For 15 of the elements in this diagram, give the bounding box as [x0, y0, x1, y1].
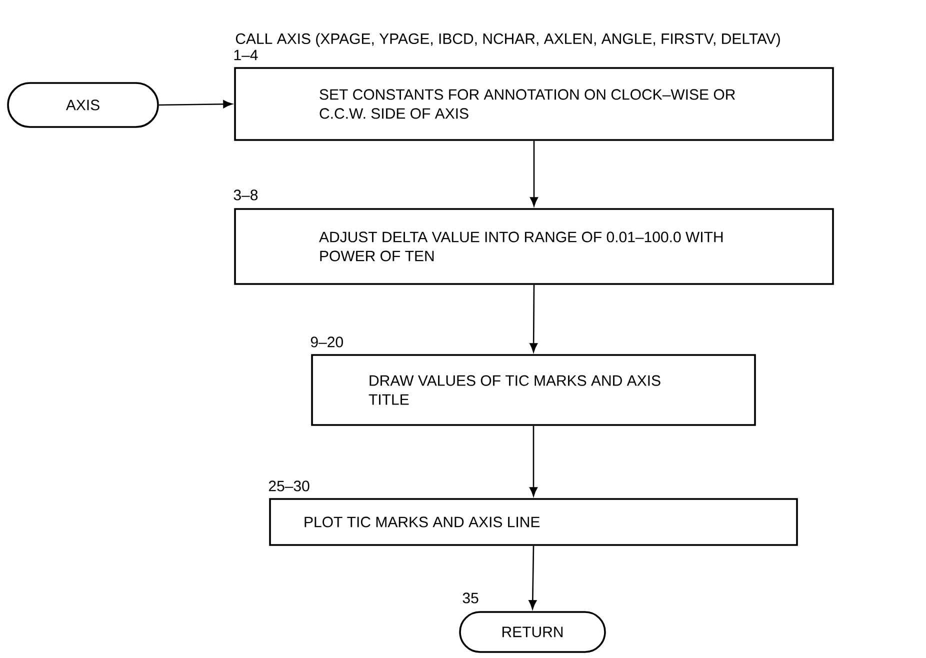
process-box: DRAW VALUES OF TIC MARKS AND AXIS TITLE — [311, 354, 756, 426]
arrow — [528, 546, 537, 610]
title: CALL AXIS (XPAGE, YPAGE, IBCD, NCHAR, AXLEN, ANGLE, FIRSTV, DELTAV) — [236, 33, 780, 47]
arrow — [158, 100, 232, 108]
step-number: 25–30 — [268, 480, 310, 492]
step-number: 9–20 — [310, 336, 343, 348]
arrow — [530, 140, 538, 206]
step-number: 1–4 — [234, 50, 258, 60]
process-box: PLOT TIC MARKS AND AXIS LINE — [269, 498, 798, 546]
arrow — [530, 426, 538, 496]
step-number: 3–8 — [234, 190, 258, 200]
step-number: 35 — [462, 592, 478, 604]
process-box: ADJUST DELTA VALUE INTO RANGE OF 0.01–100.0 WITH POWER OF TEN — [234, 208, 834, 285]
arrow — [530, 284, 538, 352]
process-box: SET CONSTANTS FOR ANNOTATION ON CLOCK–WISE OR C.C.W. SIDE OF AXIS — [234, 67, 834, 141]
